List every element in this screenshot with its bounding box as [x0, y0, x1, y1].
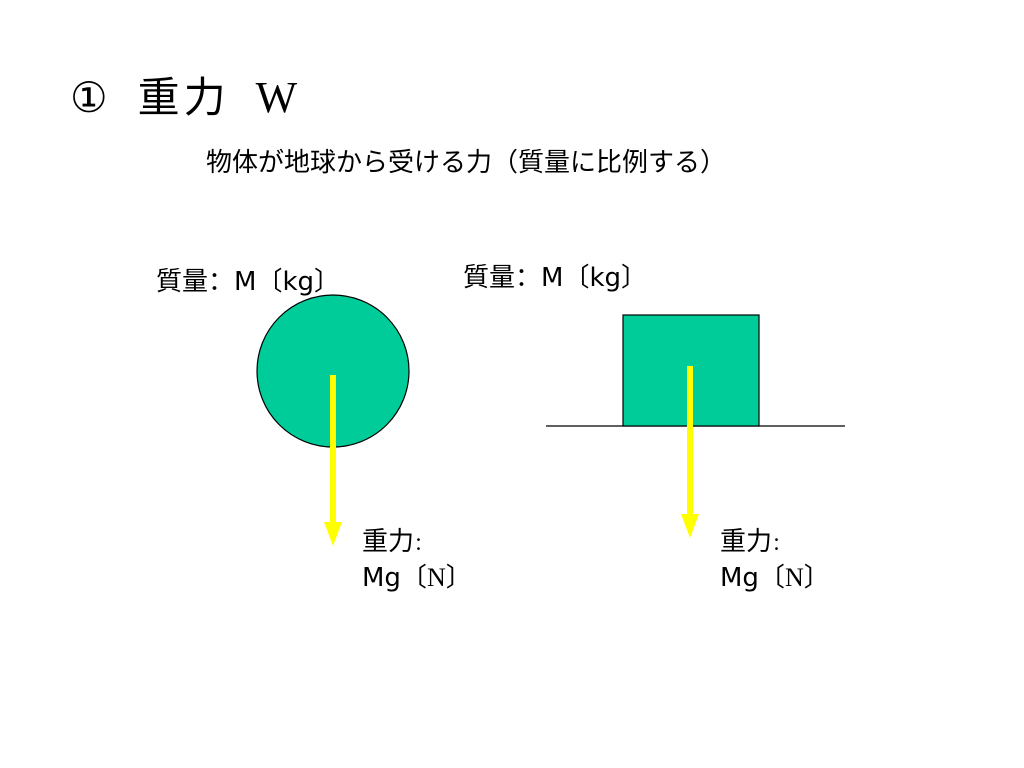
ball-mass-label: 質量：M〔kg〕 — [156, 266, 340, 298]
ball-mass-value: M〔kg〕 — [234, 267, 341, 297]
ball-gravity-arrowhead — [324, 522, 342, 546]
title-quantity: 重力 — [137, 73, 230, 122]
ball-force-unit: N — [426, 563, 446, 592]
ball-force-label: 重力： Mg〔N〕 — [362, 526, 472, 595]
block-force-unit: N — [784, 563, 804, 592]
ball-force-name: 重力 — [362, 527, 415, 557]
title-symbol: W — [255, 73, 298, 122]
block-force-name: 重力 — [720, 527, 773, 557]
block-force-label: 重力： Mg〔N〕 — [720, 526, 830, 595]
block-force-colon: ： — [772, 534, 791, 555]
slide-title: ① 重力 W — [70, 68, 297, 128]
block-force-suffix: 〕 — [803, 563, 830, 593]
block-mass-prefix: 質量： — [463, 263, 542, 293]
ball-force-suffix: 〕 — [445, 563, 472, 593]
ball-force-colon: ： — [414, 534, 433, 555]
ball-force-prefix: Mg〔 — [362, 563, 427, 593]
block-mass-label: 質量：M〔kg〕 — [463, 262, 647, 294]
title-number: ① — [70, 73, 108, 122]
block-gravity-arrowhead — [681, 514, 699, 538]
subtitle: 物体が地球から受ける力（質量に比例する） — [206, 148, 727, 178]
block-mass-value: M〔kg〕 — [541, 263, 648, 293]
ball-mass-prefix: 質量： — [156, 267, 235, 297]
block-force-prefix: Mg〔 — [720, 563, 785, 593]
